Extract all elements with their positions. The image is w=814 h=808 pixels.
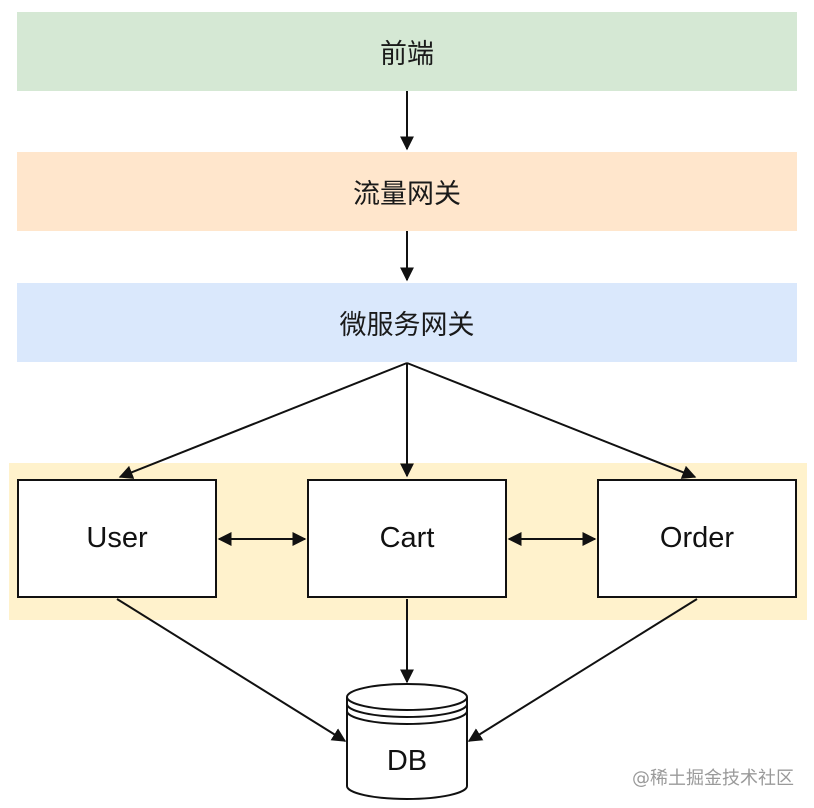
service-order: Order [597, 479, 797, 598]
arrow-gateway-to-order [406, 362, 697, 479]
watermark: @稀土掘金技术社区 [632, 768, 794, 789]
database-cylinder [346, 683, 468, 800]
arrow-user-to-db [116, 598, 347, 742]
database-label: DB [386, 745, 428, 777]
layer-microservice-gateway-label: 微服务网关 [339, 310, 475, 341]
service-user: User [17, 479, 217, 598]
service-cart: Cart [307, 479, 507, 598]
service-user-label: User [86, 522, 148, 554]
service-cart-label: Cart [379, 522, 435, 554]
arrow-gateway-to-user [118, 362, 408, 479]
layer-traffic-gateway-label: 流量网关 [353, 179, 461, 210]
arrow-order-to-db [467, 598, 698, 742]
service-order-label: Order [659, 522, 735, 554]
layer-traffic-gateway: 流量网关 [17, 152, 797, 231]
layer-microservice-gateway: 微服务网关 [17, 283, 797, 362]
layer-frontend-label: 前端 [380, 39, 434, 70]
layer-frontend: 前端 [17, 12, 797, 91]
